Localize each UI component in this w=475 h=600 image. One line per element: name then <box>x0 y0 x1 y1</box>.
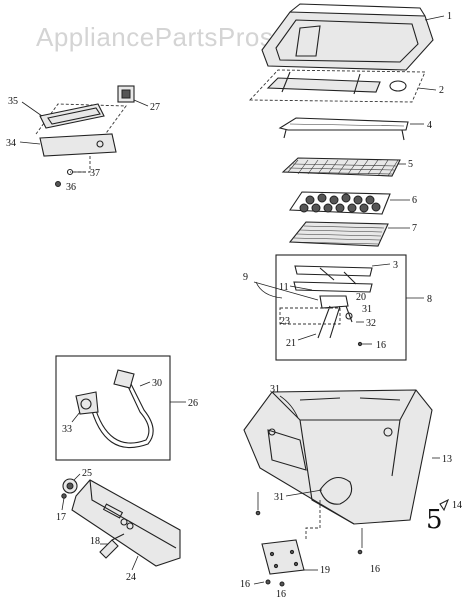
part-warming-rack[interactable] <box>278 117 424 141</box>
part-14-icon <box>439 498 450 512</box>
callout-35: 35 <box>8 96 18 107</box>
callout-8: 7 <box>412 223 417 234</box>
callout-3: 3 <box>393 260 398 271</box>
callout-31-burner: 31 <box>362 304 372 315</box>
callout-2: 2 <box>439 85 444 96</box>
part-control-panel-trim[interactable] <box>21 101 127 137</box>
callout-6: 8 <box>427 294 432 305</box>
part-panel-screws[interactable] <box>55 156 91 187</box>
callout-26: 26 <box>188 398 198 409</box>
callout-13: 13 <box>442 454 452 465</box>
part-cooking-grid[interactable] <box>281 157 406 177</box>
screw-firebox-left <box>255 492 261 516</box>
part-burner-assembly[interactable] <box>275 254 424 361</box>
part-rock-grate[interactable] <box>288 221 410 247</box>
part-ignitor-button[interactable] <box>99 533 125 559</box>
part-lid[interactable] <box>261 3 445 71</box>
callout-34: 34 <box>6 138 16 149</box>
part-ignitor-module[interactable] <box>117 85 149 107</box>
callout-33: 33 <box>62 424 72 435</box>
callout-9: 9 <box>243 272 248 283</box>
callout-17: 19 <box>320 565 330 576</box>
callout-16-burner: 16 <box>376 340 386 351</box>
callout-20: 23 <box>280 316 290 327</box>
part-lava-rock[interactable] <box>289 191 410 215</box>
screw-bracket-left <box>265 579 271 585</box>
screw-bracket-right <box>279 581 285 587</box>
callout-36: 36 <box>66 182 76 193</box>
callout-24: 24 <box>126 572 136 583</box>
callout-31-firebox-top: 31 <box>270 384 280 395</box>
screw-firebox-right <box>357 528 363 555</box>
callout-11: 11 <box>279 282 289 293</box>
part-firebox[interactable] <box>243 389 440 525</box>
handwritten-mark: 5 <box>426 505 443 535</box>
callout-25: 25 <box>82 468 92 479</box>
callout-19: 21 <box>286 338 296 349</box>
callout-7: 6 <box>412 195 417 206</box>
part-knob-screw[interactable] <box>61 493 67 511</box>
callout-5: 5 <box>408 159 413 170</box>
callout-23: 18 <box>90 536 100 547</box>
part-bracket[interactable] <box>261 500 321 575</box>
callout-4: 4 <box>427 120 432 131</box>
part-control-knob[interactable] <box>62 473 81 494</box>
callout-31-firebox-bottom: 31 <box>274 492 284 503</box>
callout-18: 20 <box>356 292 366 303</box>
callout-1: 1 <box>447 11 452 22</box>
callout-16-bracket: 16 <box>240 579 250 590</box>
part-control-panel[interactable] <box>19 133 117 157</box>
callout-21: 17 <box>56 512 66 523</box>
callout-32: 32 <box>366 318 376 329</box>
callout-16-firebox: 16 <box>370 564 380 575</box>
callout-16-bracket-b: 16 <box>276 589 286 600</box>
callout-30: 30 <box>152 378 162 389</box>
part-valve-assembly[interactable] <box>253 281 353 339</box>
callout-14: 14 <box>452 500 462 511</box>
part-regulator-hose-assembly[interactable] <box>55 355 186 461</box>
part-handle-assembly[interactable] <box>248 69 437 103</box>
callout-37: 37 <box>90 168 100 179</box>
callout-27: 27 <box>150 102 160 113</box>
part-front-panel[interactable] <box>71 479 181 571</box>
